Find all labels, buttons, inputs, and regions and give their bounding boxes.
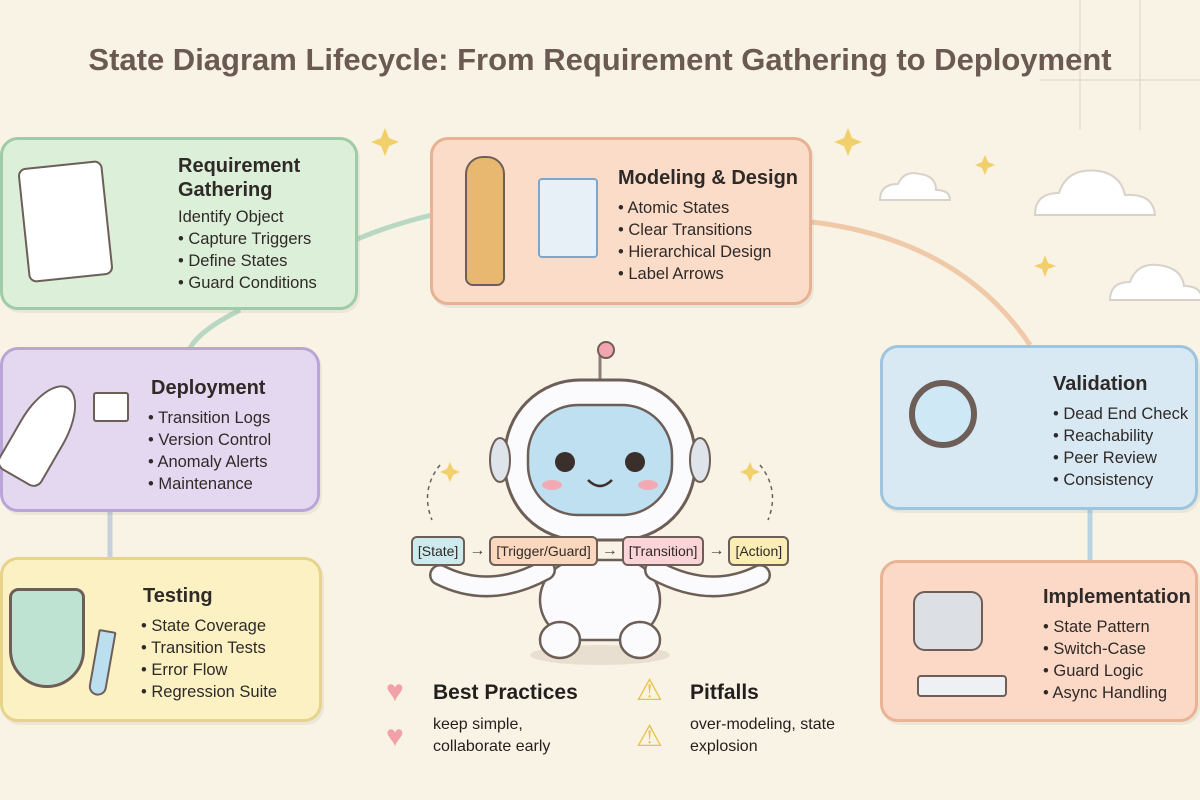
stage-title: Deployment	[151, 377, 266, 399]
flow-action: [Action]	[728, 536, 790, 566]
stage-item: Label Arrows	[618, 263, 771, 285]
stage-card-deployment: Deployment Transition Logs Version Contr…	[0, 347, 320, 512]
calendar-icon	[93, 392, 129, 422]
robot-illustration	[426, 341, 774, 665]
arrow-icon: →	[708, 542, 725, 559]
stage-item: Consistency	[1053, 469, 1188, 491]
stage-item: Maintenance	[148, 473, 271, 495]
warning-icon: ⚠	[636, 674, 663, 707]
best-practices-title: Best Practices	[433, 681, 578, 704]
stage-item: State Pattern	[1043, 616, 1167, 638]
rocket-illustration	[0, 374, 90, 491]
stage-item: Version Control	[148, 429, 271, 451]
stage-item: Define States	[178, 250, 317, 272]
stage-title: Validation	[1053, 373, 1148, 395]
stage-item: Clear Transitions	[618, 219, 771, 241]
stage-title: Testing	[143, 585, 213, 607]
flow-state: [State]	[410, 536, 466, 566]
stage-item: Guard Logic	[1043, 660, 1167, 682]
stage-item: Atomic States	[618, 197, 771, 219]
stage-item: Transition Logs	[148, 407, 271, 429]
stage-item: Hierarchical Design	[618, 241, 771, 263]
stage-item: Identify Object	[178, 208, 284, 226]
stage-item: Capture Triggers	[178, 228, 317, 250]
stage-item: Error Flow	[141, 659, 277, 681]
stage-card-implementation: Implementation State Pattern Switch-Case…	[880, 560, 1198, 722]
test-tube-icon	[87, 628, 117, 698]
flow-trigger-guard: [Trigger/Guard]	[489, 536, 598, 566]
stage-item: Regression Suite	[141, 681, 277, 703]
page-title: State Diagram Lifecycle: From Requiremen…	[88, 42, 1112, 77]
stage-item: State Coverage	[141, 615, 277, 637]
stage-item: Guard Conditions	[178, 272, 316, 294]
flow-transition: [Transition]	[621, 536, 705, 566]
shield-illustration	[9, 588, 85, 688]
arrow-icon: →	[601, 542, 618, 559]
stage-item: Async Handling	[1043, 682, 1167, 704]
warning-icon: ⚠	[636, 720, 663, 753]
stage-item: Transition Tests	[141, 637, 277, 659]
stage-item: Switch-Case	[1043, 638, 1167, 660]
pitfalls-title: Pitfalls	[690, 681, 759, 704]
notepad-illustration	[17, 159, 114, 284]
stage-title: Requirement Gathering	[178, 155, 301, 201]
stage-card-testing: Testing State Coverage Transition Tests …	[0, 557, 322, 722]
stage-card-validation: Validation Dead End Check Reachability P…	[880, 345, 1198, 510]
stage-title: Modeling & Design	[618, 167, 798, 189]
stage-item: Anomaly Alerts	[148, 451, 271, 473]
stage-card-requirement-gathering: Requirement Gathering Identify Object Ca…	[0, 137, 358, 310]
robot-coder-illustration	[913, 591, 983, 651]
sparkle-icon	[371, 128, 1056, 277]
stage-item: Dead End Check	[1053, 403, 1188, 425]
state-flow: [State] → [Trigger/Guard] → [Transition]…	[390, 536, 810, 566]
stage-title: Implementation	[1043, 586, 1191, 608]
stage-item: Reachability	[1053, 425, 1188, 447]
best-practices-text: keep simple, collaborate early	[433, 716, 551, 755]
flowchart-icon	[538, 178, 598, 258]
paintbrush-illustration	[465, 156, 505, 286]
keyboard-icon	[917, 675, 1007, 697]
arrow-icon: →	[469, 542, 486, 559]
heart-icon: ♥	[386, 675, 404, 708]
heart-icon: ♥	[386, 720, 404, 753]
stage-card-modeling-design: Modeling & Design Atomic States Clear Tr…	[430, 137, 812, 305]
magnifier-illustration	[909, 380, 977, 448]
stage-item: Peer Review	[1053, 447, 1188, 469]
cloud-icon	[878, 169, 1200, 301]
pitfalls-text: over-modeling, state explosion	[690, 716, 835, 755]
